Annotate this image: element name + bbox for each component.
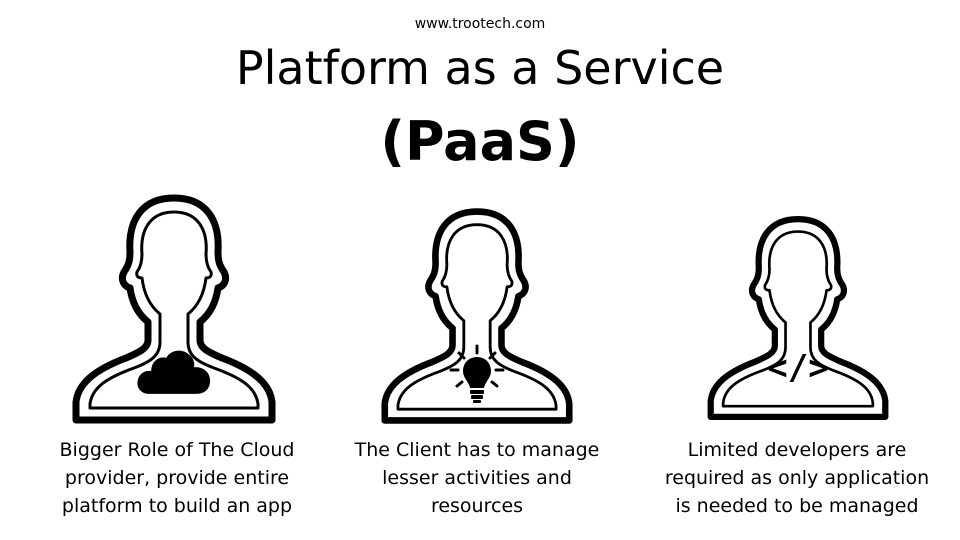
caption-cloud: Bigger Role of The Cloud provider, provi… [27,436,327,520]
person-figure-cloud [64,190,284,428]
caption-line: is needed to be managed [675,495,919,517]
page-title: Platform as a Service [235,41,725,95]
person-silhouette-icon [381,208,573,424]
code-icon: </> [767,348,829,388]
caption-line: resources [430,495,524,517]
person-figure-code: </> [692,212,904,424]
caption-line: The Client has to manage [354,439,600,461]
caption-line: required as only application [664,467,930,489]
caption-lightbulb: The Client has to manage lesser activiti… [327,436,627,520]
page-subtitle: (PaaS) [380,110,580,173]
cloud-icon [137,350,211,394]
person-figure-lightbulb [370,204,584,428]
caption-line: Limited developers are [687,439,907,461]
person-silhouette-icon [72,194,276,424]
caption-code: Limited developers are required as only … [647,436,947,520]
caption-line: Bigger Role of The Cloud [59,439,295,461]
person-silhouette-icon [707,216,889,420]
caption-line: provider, provide entire [64,467,290,489]
caption-line: lesser activities and [382,467,572,489]
caption-line: platform to build an app [61,495,293,517]
site-url[interactable]: www.trootech.com [414,16,546,32]
lightbulb-icon [449,344,505,403]
